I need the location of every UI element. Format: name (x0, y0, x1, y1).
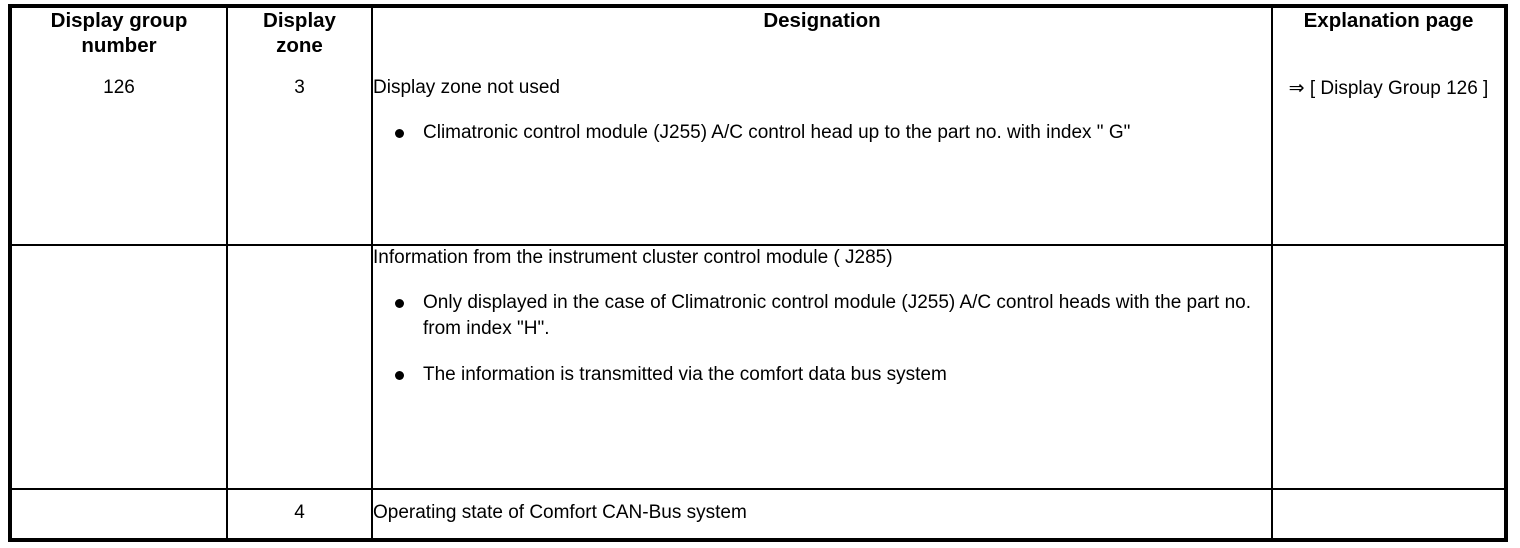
designation-lead-text: Display zone not used (373, 77, 560, 98)
column-header-line1: Display (263, 9, 336, 32)
cell-display-group-number (12, 245, 228, 490)
table-header: Display group number Display zone Design… (12, 8, 1504, 76)
table-header-row: Display group number Display zone Design… (12, 8, 1504, 76)
cell-display-zone (226, 245, 373, 490)
double-arrow-icon: ⇒ (1288, 78, 1305, 99)
bullet-icon (395, 371, 404, 381)
cell-display-zone: 3 (226, 76, 373, 247)
designation-lead-text: Operating state of Comfort CAN-Bus syste… (373, 501, 747, 523)
cell-designation: Display zone not used Climatronic contro… (371, 76, 1273, 247)
bullet-icon (395, 129, 404, 138)
table-row: Information from the instrument cluster … (12, 245, 1504, 490)
table-row: 126 3 Display zone not used Climatronic … (12, 76, 1504, 247)
designation-lead-text: Information from the instrument cluster … (373, 247, 893, 269)
display-group-table-container: Display group number Display zone Design… (8, 4, 1508, 542)
column-header-designation: Designation (371, 8, 1273, 76)
list-item-label: Only displayed in the case of Climatroni… (423, 292, 1251, 340)
designation-bullet-list: Only displayed in the case of Climatroni… (373, 290, 1271, 388)
cell-explanation-page (1271, 245, 1504, 490)
cell-explanation-page: ⇒ [ Display Group 126 ] (1271, 76, 1504, 247)
column-header-display-group-number: Display group number (12, 8, 228, 76)
bullet-icon (395, 299, 404, 309)
column-header-line1: Display group (50, 9, 188, 32)
table-body: 126 3 Display zone not used Climatronic … (12, 76, 1504, 538)
cell-designation: Operating state of Comfort CAN-Bus syste… (371, 488, 1273, 538)
list-item: Only displayed in the case of Climatroni… (373, 290, 1271, 342)
column-header-explanation-page: Explanation page (1271, 8, 1504, 76)
explanation-page-link[interactable]: [ Display Group 126 ] (1309, 78, 1489, 99)
list-item-label: The information is transmitted via the c… (423, 364, 947, 386)
list-item-label: Climatronic control module (J255) A/C co… (423, 122, 1131, 143)
column-header-line2: zone (276, 34, 323, 57)
table-row: 4 Operating state of Comfort CAN-Bus sys… (12, 488, 1504, 538)
column-header-line2: number (81, 34, 157, 57)
cell-designation: Information from the instrument cluster … (371, 245, 1273, 490)
list-item: Climatronic control module (J255) A/C co… (373, 120, 1271, 146)
cell-display-zone: 4 (226, 488, 373, 538)
column-header-display-zone: Display zone (226, 8, 373, 76)
cell-display-group-number (12, 488, 228, 538)
designation-bullet-list: Climatronic control module (J255) A/C co… (373, 120, 1271, 146)
cell-display-group-number: 126 (12, 76, 228, 247)
list-item: The information is transmitted via the c… (373, 362, 1271, 388)
cell-explanation-page (1271, 488, 1504, 538)
display-group-table: Display group number Display zone Design… (12, 8, 1504, 538)
